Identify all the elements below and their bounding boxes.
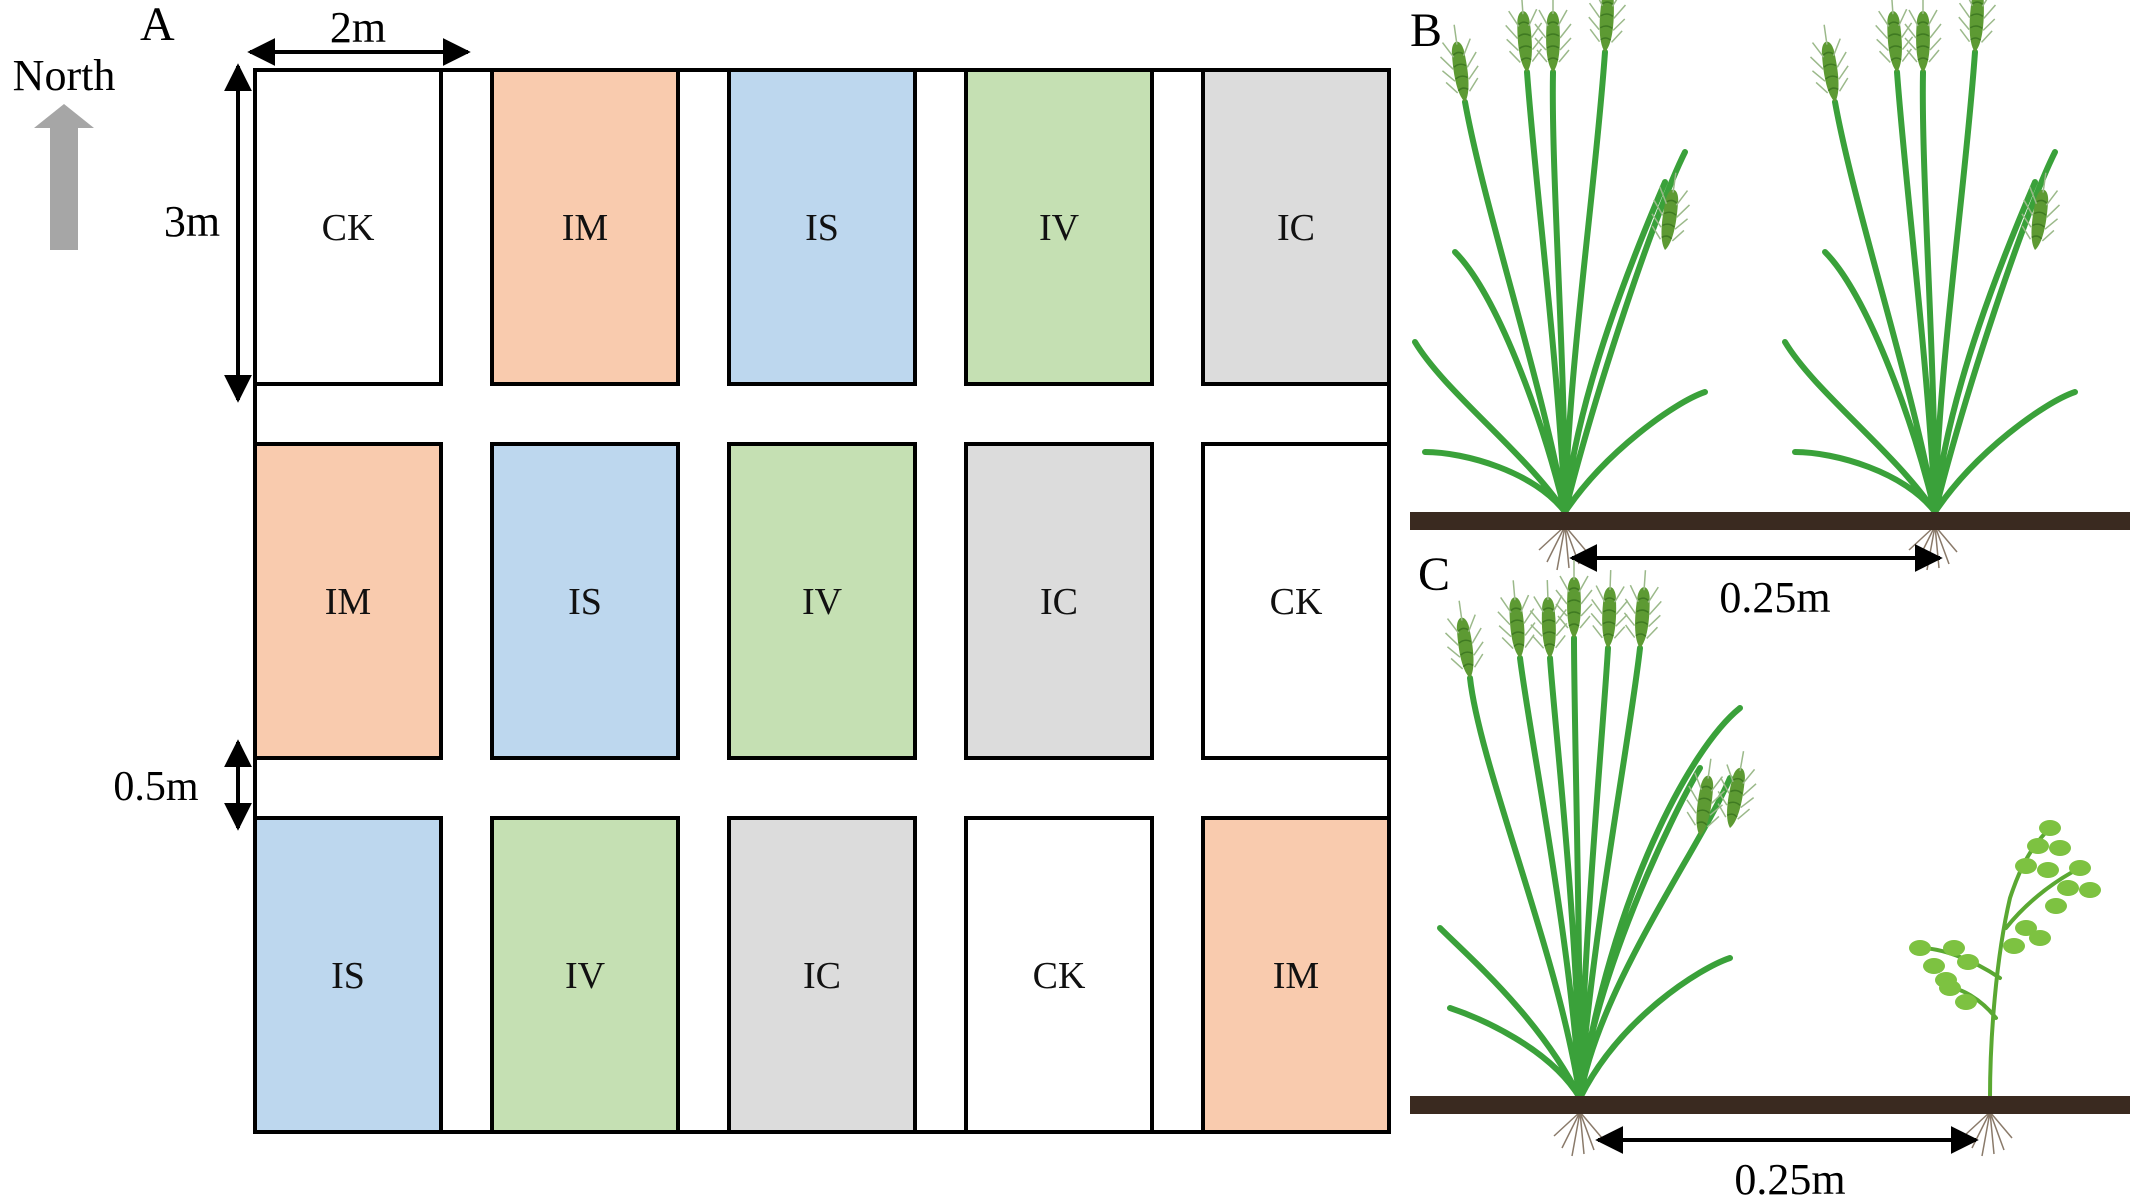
- plot-cell-ck: [253, 68, 443, 386]
- wheat-plant-icon: [1782, 0, 2078, 571]
- plot-cell-iv: [964, 68, 1154, 386]
- plot-label: CK: [1033, 955, 1086, 997]
- spacing-dimension-c: 0.25m: [1595, 1126, 1979, 1203]
- panel-label-b: B: [1410, 4, 1442, 57]
- plot-cell-ck: [964, 816, 1154, 1134]
- north-indicator: North: [13, 51, 116, 250]
- plot-cell-ck: [1201, 442, 1391, 760]
- panel-c-intercrop: 0.25m: [1410, 559, 2130, 1203]
- plot-label: IC: [1277, 207, 1315, 249]
- plot-label: IV: [802, 581, 843, 623]
- north-label: North: [13, 51, 116, 100]
- plot-cell-ic: [1201, 68, 1391, 386]
- plot-label: IS: [331, 955, 365, 997]
- gap-dimension: 0.5m: [113, 739, 252, 831]
- width-dimension: 2m: [247, 3, 471, 66]
- panel-b-wheat-monoculture: 0.25m: [1410, 0, 2130, 622]
- spacing-dimension-b: 0.25m: [1569, 544, 1943, 622]
- plot-label: IM: [325, 581, 371, 623]
- width-label: 2m: [330, 3, 386, 52]
- plot-cell-ic: [964, 442, 1154, 760]
- plot-cell-is: [727, 68, 917, 386]
- plot-cell-ic: [727, 816, 917, 1134]
- plot-label: IS: [805, 207, 839, 249]
- plot-cell-is: [253, 816, 443, 1134]
- soil-line: [1410, 512, 2130, 530]
- plot-label: IC: [1040, 581, 1078, 623]
- plot-cell-im: [1201, 816, 1391, 1134]
- plot-label: IS: [568, 581, 602, 623]
- plot-label: IC: [803, 955, 841, 997]
- plot-label: IM: [562, 207, 608, 249]
- plot-label: CK: [322, 207, 375, 249]
- spacing-label-c: 0.25m: [1734, 1155, 1845, 1203]
- plot-label: IV: [565, 955, 606, 997]
- plot-label: IM: [1273, 955, 1319, 997]
- plot-grid: CK IM IS IV IC IM IS IV IC CK IS IV IC CK IM: [253, 68, 1391, 1134]
- panel-label-a: A: [140, 0, 175, 51]
- gap-label: 0.5m: [113, 764, 199, 810]
- height-dimension: 3m: [164, 63, 252, 403]
- plot-cell-im: [490, 68, 680, 386]
- wheat-plant-icon: [1412, 0, 1708, 571]
- plot-label: IV: [1039, 207, 1080, 249]
- plot-cell-im: [253, 442, 443, 760]
- spacing-label-b: 0.25m: [1719, 573, 1830, 622]
- height-label: 3m: [164, 197, 220, 246]
- plot-cell-iv: [727, 442, 917, 760]
- plot-cell-is: [490, 442, 680, 760]
- panel-label-c: C: [1418, 548, 1450, 601]
- legume-plant-icon: [1909, 820, 2101, 1157]
- plot-cell-iv: [490, 816, 680, 1134]
- soil-line: [1410, 1096, 2130, 1114]
- plot-label: CK: [1270, 581, 1323, 623]
- wheat-plant-icon: [1437, 559, 1763, 1157]
- north-arrow-icon: [34, 104, 94, 250]
